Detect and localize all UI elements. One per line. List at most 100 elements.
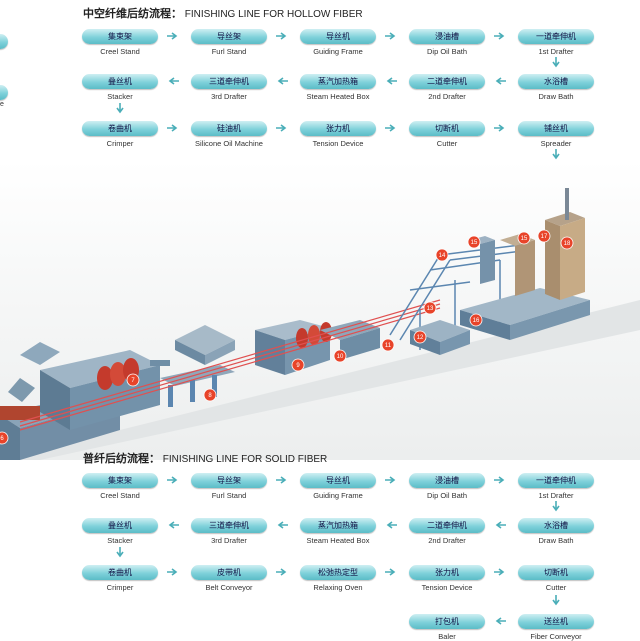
arrow-icon xyxy=(495,77,506,85)
flow-step-label: 3rd Drafter xyxy=(211,92,247,101)
flow-step-box: 蒸汽加热箱 xyxy=(300,518,376,533)
arrow-down-icon xyxy=(552,595,560,606)
flow-step-box: 导丝机 xyxy=(300,29,376,44)
flow-step-box: 皮带机 xyxy=(191,565,267,580)
machine-number-label: 7 xyxy=(131,378,135,384)
flow-step-label: Cutter xyxy=(545,583,567,592)
flow-step-label: Fiber Conveyor xyxy=(530,632,582,641)
flow-step-label: Dip Oil Bath xyxy=(426,47,468,56)
solid-title-en: FINISHING LINE FOR SOLID FIBER xyxy=(162,454,328,465)
arrow-icon xyxy=(494,32,505,40)
machine-number-marker: 6 xyxy=(0,431,9,445)
flow-step-box: 硅油机 xyxy=(191,121,267,136)
arrow-icon xyxy=(495,521,506,529)
machine-number-label: 12 xyxy=(417,335,424,341)
flow-step-label: Stacker xyxy=(107,92,133,101)
arrow-icon xyxy=(494,124,505,132)
flow-step-label: 2nd Drafter xyxy=(428,536,466,545)
machine-number-marker: 18 xyxy=(560,236,574,250)
flow-step-box: 松弛热定型 xyxy=(300,565,376,580)
flow-step-label: Guiding Frame xyxy=(313,47,363,56)
arrow-icon xyxy=(276,568,287,576)
machine-number-label: 11 xyxy=(385,343,392,349)
arrow-icon xyxy=(168,77,179,85)
machine-number-label: 15 xyxy=(521,236,528,242)
flow-step-label: Tension Device xyxy=(312,139,364,148)
arrow-down-icon xyxy=(552,149,560,160)
flow-step-box: 三道牵伸机 xyxy=(191,518,267,533)
arrow-icon xyxy=(385,124,396,132)
machine-number-marker: 15 xyxy=(467,235,481,249)
flow-step-box: 叠丝机 xyxy=(82,518,158,533)
machine-number-label: 15 xyxy=(471,240,478,246)
flow-step-label: 1st Drafter xyxy=(538,47,574,56)
flow-step-label: 2nd Drafter xyxy=(428,92,466,101)
arrow-icon xyxy=(167,124,178,132)
flow-step-label: Baler xyxy=(438,632,456,641)
flow-step-label: Tension Device xyxy=(421,583,473,592)
arrow-icon xyxy=(495,617,506,625)
flow-step-label: Steam Heated Box xyxy=(306,536,370,545)
flow-step-label: Crimper xyxy=(106,583,134,592)
flow-step-box: 水浴槽 xyxy=(518,74,594,89)
flow-step-label: Cutter xyxy=(436,139,458,148)
flow-step-box: 浸油槽 xyxy=(409,473,485,488)
flow-step-box: 张力机 xyxy=(300,121,376,136)
arrow-icon xyxy=(276,476,287,484)
flow-step-label: Dip Oil Bath xyxy=(426,491,468,500)
flow-step-box: 张力机 xyxy=(409,565,485,580)
flow-step-label: Relaxing Oven xyxy=(313,583,363,592)
machine-number-marker: 11 xyxy=(381,338,395,352)
machine-number-marker: 8 xyxy=(203,388,217,402)
flow-step-label: Creel Stand xyxy=(100,491,140,500)
flow-step-label: Belt Conveyor xyxy=(205,583,253,592)
left-cutoff-pill-top xyxy=(0,34,8,49)
arrow-icon xyxy=(167,476,178,484)
flow-step-label: Steam Heated Box xyxy=(306,92,370,101)
flow-step-label: Furl Stand xyxy=(211,47,247,56)
machine-number-label: 8 xyxy=(208,393,212,399)
arrow-icon xyxy=(385,32,396,40)
guiding-frame-9-10 xyxy=(255,320,380,375)
hollow-title-cn: 中空纤维后纺流程： xyxy=(83,8,182,20)
arrow-icon xyxy=(494,568,505,576)
flow-step-label: Crimper xyxy=(106,139,134,148)
flow-step-box: 二道牵伸机 xyxy=(409,518,485,533)
arrow-down-icon xyxy=(116,103,124,114)
arrow-icon xyxy=(385,568,396,576)
arrow-icon xyxy=(276,32,287,40)
flow-step-box: 一道牵伸机 xyxy=(518,29,594,44)
machine-number-marker: 13 xyxy=(423,301,437,315)
arrow-icon xyxy=(494,476,505,484)
flow-step-label: Creel Stand xyxy=(100,47,140,56)
arrow-icon xyxy=(385,476,396,484)
machine-number-marker: 15 xyxy=(517,231,531,245)
flow-step-box: 二道牵伸机 xyxy=(409,74,485,89)
left-cutoff-pill-mid xyxy=(0,85,8,100)
arrow-icon xyxy=(277,521,288,529)
flow-step-box: 切断机 xyxy=(409,121,485,136)
left-cutoff-text: e xyxy=(0,101,4,108)
flow-step-label: Spreader xyxy=(540,139,572,148)
flow-step-label: Draw Bath xyxy=(538,92,574,101)
floor-shadow xyxy=(0,300,640,460)
flow-step-box: 叠丝机 xyxy=(82,74,158,89)
flow-step-box: 导丝架 xyxy=(191,29,267,44)
flow-step-box: 卷曲机 xyxy=(82,565,158,580)
flow-step-box: 导丝架 xyxy=(191,473,267,488)
machine-number-label: 6 xyxy=(0,436,4,442)
flow-step-label: Silicone Oil Machine xyxy=(195,139,263,148)
machine-number-marker: 9 xyxy=(291,358,305,372)
machine-number-label: 16 xyxy=(473,318,480,324)
machine-number-marker: 7 xyxy=(126,373,140,387)
arrow-icon xyxy=(167,568,178,576)
solid-title-cn: 普纤后纺流程： xyxy=(83,453,160,465)
arrow-icon xyxy=(167,32,178,40)
arrow-icon xyxy=(168,521,179,529)
machine-number-label: 13 xyxy=(427,306,434,312)
flow-step-label: Guiding Frame xyxy=(313,491,363,500)
machine-number-label: 17 xyxy=(541,234,548,240)
machine-number-label: 18 xyxy=(564,241,571,247)
